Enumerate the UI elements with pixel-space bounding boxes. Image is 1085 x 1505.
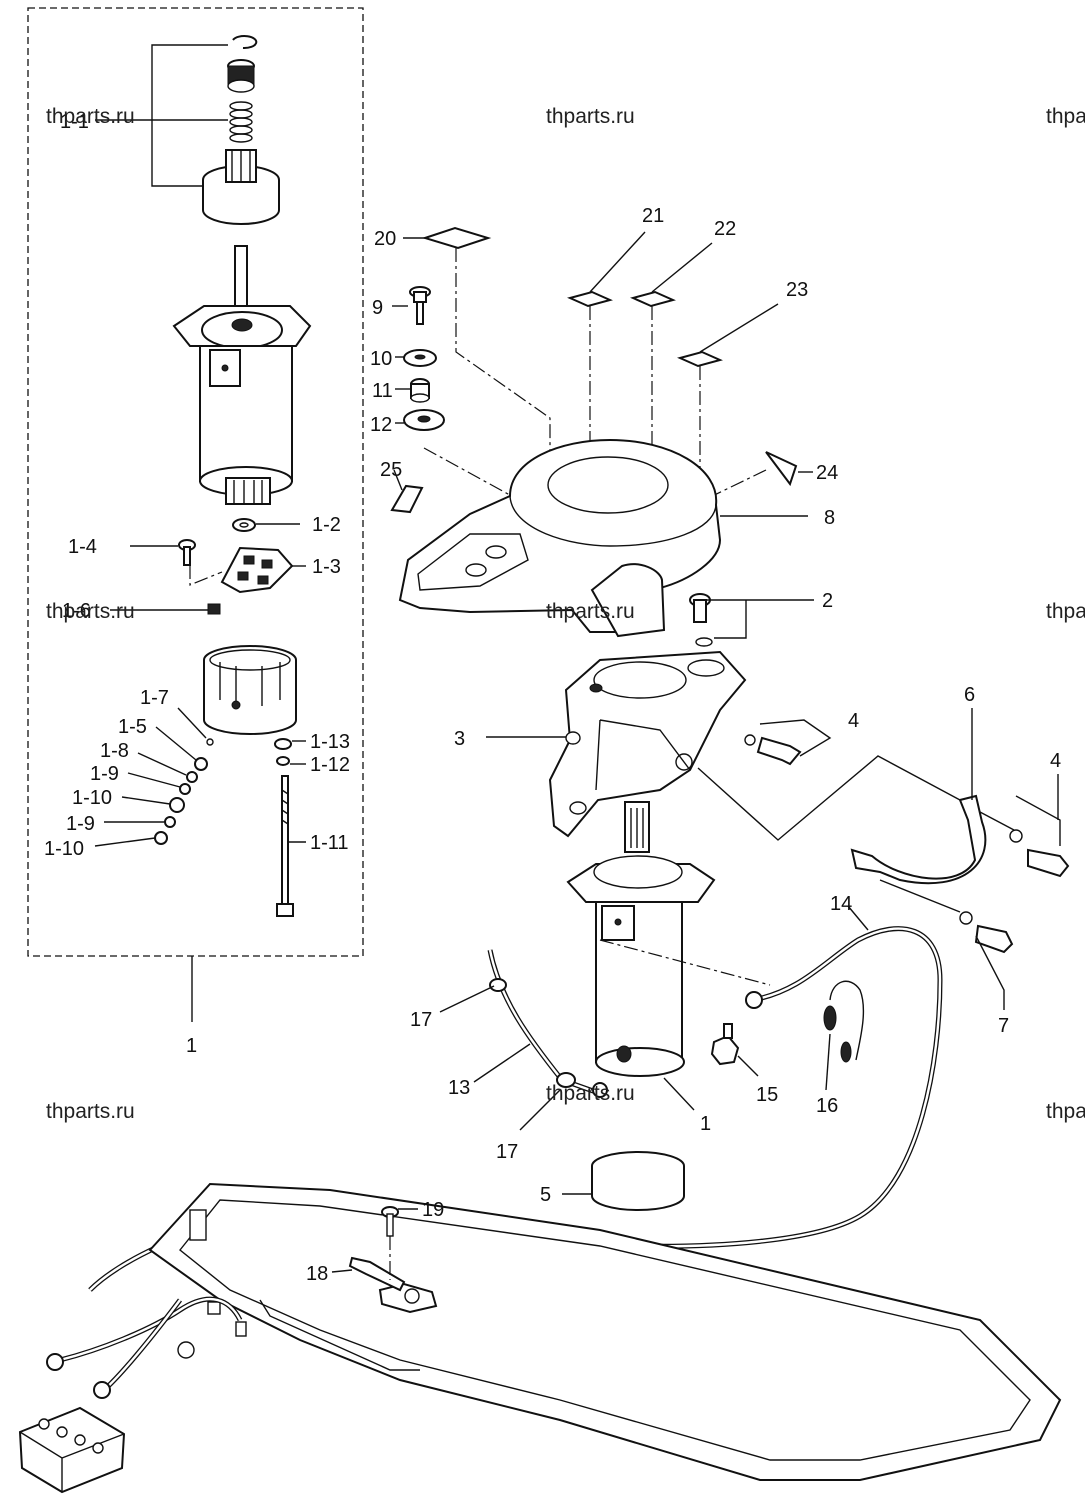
watermarks: thparts.ru thparts.ru thparts.ru thparts… bbox=[46, 105, 1085, 1123]
label-1-6: 1-6 bbox=[62, 600, 91, 622]
part-number-labels: 1-1 1-2 1-3 1-4 1-6 1-7 1-5 1-8 1-9 1-10… bbox=[44, 111, 1061, 1285]
watermark: thparts.ru bbox=[1046, 105, 1085, 128]
watermark: thparts.ru bbox=[46, 1100, 135, 1123]
label-10: 10 bbox=[370, 348, 392, 370]
label-9: 9 bbox=[372, 297, 383, 319]
watermark: thparts.ru bbox=[46, 600, 135, 623]
label-1-9-lower: 1-9 bbox=[66, 813, 95, 835]
label-2: 2 bbox=[822, 590, 833, 612]
label-1-13: 1-13 bbox=[310, 731, 350, 753]
watermark: thparts.ru bbox=[1046, 600, 1085, 623]
label-8: 8 bbox=[824, 507, 835, 529]
label-25: 25 bbox=[380, 459, 402, 481]
label-18: 18 bbox=[306, 1263, 328, 1285]
watermark: thparts.ru bbox=[546, 1082, 635, 1105]
label-1-3: 1-3 bbox=[312, 556, 341, 578]
label-6: 6 bbox=[964, 684, 975, 706]
label-1-10-lower: 1-10 bbox=[44, 838, 84, 860]
main-assembly bbox=[18, 226, 1070, 1494]
label-1-kit: 1 bbox=[186, 1035, 197, 1057]
label-12: 12 bbox=[370, 414, 392, 436]
label-17-upper: 17 bbox=[410, 1009, 432, 1031]
label-1-11: 1-11 bbox=[310, 832, 349, 854]
label-1-4: 1-4 bbox=[68, 536, 97, 558]
watermark: thparts.ru bbox=[1046, 1100, 1085, 1123]
label-11: 11 bbox=[372, 380, 393, 402]
label-23: 23 bbox=[786, 279, 808, 301]
label-5: 5 bbox=[540, 1184, 551, 1206]
label-1-5: 1-5 bbox=[118, 716, 147, 738]
watermark: thparts.ru bbox=[546, 600, 635, 623]
label-16: 16 bbox=[816, 1095, 838, 1117]
label-19: 19 bbox=[422, 1199, 444, 1221]
label-24: 24 bbox=[816, 462, 838, 484]
label-1-10-upper: 1-10 bbox=[72, 787, 112, 809]
label-21: 21 bbox=[642, 205, 664, 227]
label-20: 20 bbox=[374, 228, 396, 250]
label-14: 14 bbox=[830, 893, 852, 915]
label-1-12: 1-12 bbox=[310, 754, 350, 776]
label-4-right: 4 bbox=[1050, 750, 1061, 772]
label-1-8: 1-8 bbox=[100, 740, 129, 762]
starter-kit-boundary bbox=[27, 7, 364, 957]
starter-kit-parts bbox=[94, 35, 312, 917]
label-3: 3 bbox=[454, 728, 465, 750]
label-22: 22 bbox=[714, 218, 736, 240]
label-1-2: 1-2 bbox=[312, 514, 341, 536]
watermark: thparts.ru bbox=[546, 105, 635, 128]
label-17-lower: 17 bbox=[496, 1141, 518, 1163]
label-1-9-upper: 1-9 bbox=[90, 763, 119, 785]
label-4-upper: 4 bbox=[848, 710, 859, 732]
label-15: 15 bbox=[756, 1084, 778, 1106]
label-7: 7 bbox=[998, 1015, 1009, 1037]
label-1-7: 1-7 bbox=[140, 687, 169, 709]
label-1-1: 1-1 bbox=[60, 111, 89, 133]
label-13: 13 bbox=[448, 1077, 470, 1099]
watermark: thparts.ru bbox=[46, 105, 135, 128]
label-1-motor: 1 bbox=[700, 1113, 711, 1135]
